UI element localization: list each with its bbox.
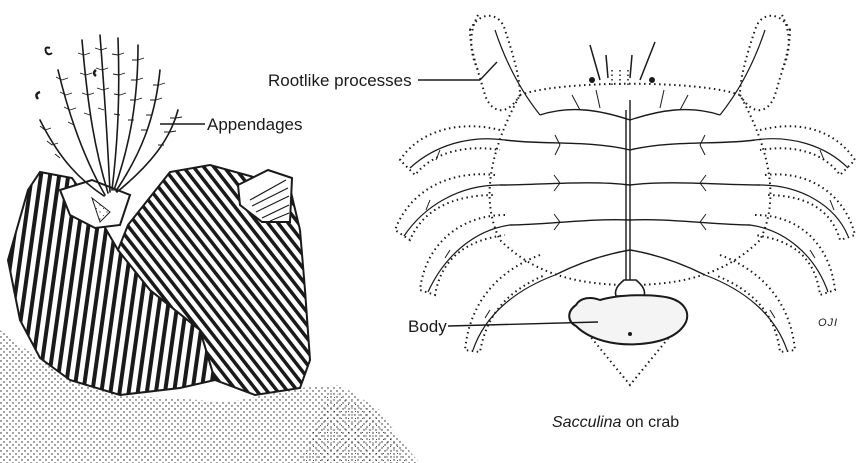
label-appendages: Appendages	[207, 116, 302, 133]
claw-left-outline	[470, 16, 520, 110]
caption-genus: Sacculina	[552, 414, 621, 431]
artist-signature: OJI	[818, 318, 838, 329]
claw-right-outline	[740, 16, 790, 110]
sacculina-body	[569, 295, 687, 344]
figure-caption: Sacculina on crab	[552, 415, 679, 431]
crab-illustration	[395, 15, 855, 385]
barnacle-illustration	[0, 35, 420, 463]
cirri-appendages	[40, 35, 178, 196]
label-body: Body	[408, 318, 447, 335]
caption-rest: on crab	[621, 414, 679, 431]
label-rootlike-processes: Rootlike processes	[268, 72, 412, 89]
